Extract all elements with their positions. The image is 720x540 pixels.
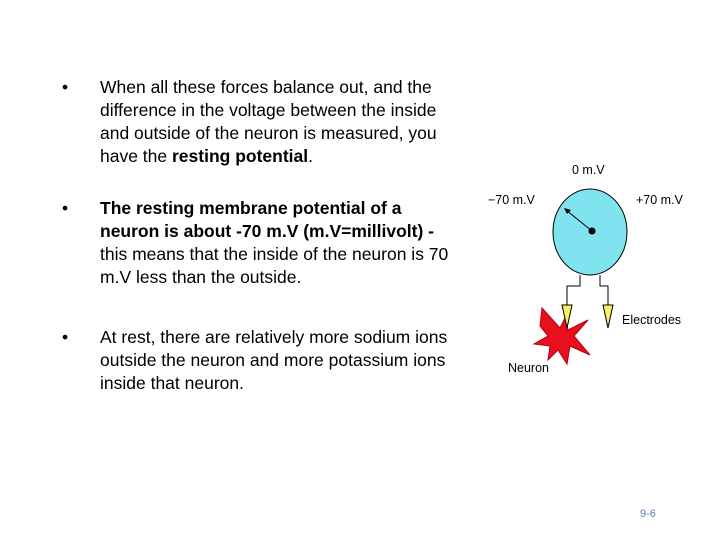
bullet-text: At rest, there are relatively more sodiu…: [100, 327, 448, 393]
bullet-bold-text: The resting membrane potential of a neur…: [100, 198, 435, 241]
plus-70-mv-label: +70 m.V: [636, 193, 684, 207]
bullet-text: When all these forces balance out, and t…: [100, 77, 437, 166]
voltmeter-needle: [565, 209, 593, 232]
zero-mv-label: 0 m.V: [572, 163, 605, 177]
left-electrode: [561, 304, 573, 329]
left-electrode-wire: [566, 275, 581, 305]
bullet-text-end: this means that the inside of the neuron…: [100, 244, 449, 287]
bullet-item-ions: At rest, there are relatively more sodiu…: [62, 326, 452, 395]
needle-arrowhead: [564, 208, 571, 214]
right-electrode-wire: [599, 275, 609, 305]
neuron-label: Neuron: [508, 361, 549, 375]
bullet-bold-text: resting potential: [172, 146, 309, 166]
minus-70-mv-label: −70 m.V: [488, 193, 536, 207]
voltmeter-neuron-diagram: 0 m.V −70 m.V +70 m.V Electrodes Neuron: [488, 163, 684, 375]
bullet-list: When all these forces balance out, and t…: [62, 76, 452, 395]
right-electrode: [602, 304, 614, 329]
neuron-shape: [532, 306, 591, 366]
page-number: 9-6: [640, 508, 656, 520]
bullet-text-end: .: [308, 146, 313, 166]
bullet-item-membrane-potential: The resting membrane potential of a neur…: [62, 197, 452, 289]
bullet-item-resting-potential: When all these forces balance out, and t…: [62, 76, 452, 168]
electrodes-label: Electrodes: [622, 313, 681, 327]
